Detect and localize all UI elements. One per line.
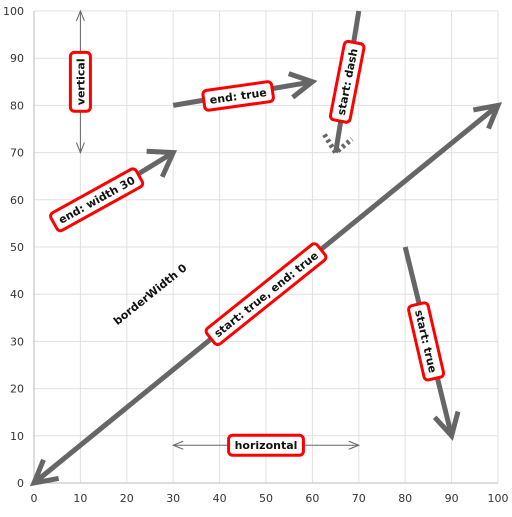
arrow-head-start [75, 142, 85, 154]
x-tick-label: 100 [488, 492, 509, 505]
axis-layer [33, 11, 498, 484]
arrow-head-end [146, 148, 177, 178]
label-box [68, 50, 92, 113]
y-tick-label: 0 [17, 477, 24, 490]
x-tick-label: 0 [31, 492, 38, 505]
arrow-head-end [348, 440, 361, 450]
label-box [201, 80, 275, 112]
x-tick-label: 20 [120, 492, 134, 505]
y-tick-label: 70 [10, 147, 24, 160]
y-tick-label: 10 [10, 430, 24, 443]
x-tick-label: 40 [213, 492, 227, 505]
label-text: horizontal [235, 439, 298, 452]
annotation-label: horizontal [227, 433, 305, 457]
arrow-head-end [432, 410, 461, 441]
y-tick-label: 50 [10, 241, 24, 254]
label-box [204, 242, 328, 347]
label-box [328, 39, 366, 124]
arrow-head-end [287, 71, 318, 100]
annotation-label: start: dash [328, 39, 366, 124]
x-tick-label: 30 [166, 492, 180, 505]
label-text: vertical [74, 58, 87, 105]
x-tick-label: 80 [398, 492, 412, 505]
label-box [227, 433, 305, 457]
arrow-head-end [75, 9, 85, 22]
x-tick-label: 90 [445, 492, 459, 505]
label-box [49, 167, 145, 233]
x-tick-label: 60 [305, 492, 319, 505]
y-tick-label: 100 [3, 5, 24, 18]
arrow-head-start [171, 440, 184, 450]
y-tick-label: 80 [10, 99, 24, 112]
y-tick-label: 20 [10, 383, 24, 396]
y-tick-label: 40 [10, 288, 24, 301]
arrow-head-start [29, 458, 60, 487]
x-tick-label: 70 [352, 492, 366, 505]
label-box [407, 301, 446, 382]
x-tick-label: 50 [259, 492, 273, 505]
annotation-label: end: true [201, 80, 275, 112]
y-tick-label: 90 [10, 52, 24, 65]
y-tick-label: 60 [10, 194, 24, 207]
arrow-head-end [472, 102, 503, 130]
annotation-label: vertical [68, 50, 92, 113]
y-tick-label: 30 [10, 335, 24, 348]
x-tick-label: 10 [73, 492, 87, 505]
arrow-head-start [322, 133, 354, 157]
tick-labels: 0 10 20 30 40 50 60 70 80 90 100 0 10 20 30 40 50 60 70 80 9… [3, 5, 509, 505]
